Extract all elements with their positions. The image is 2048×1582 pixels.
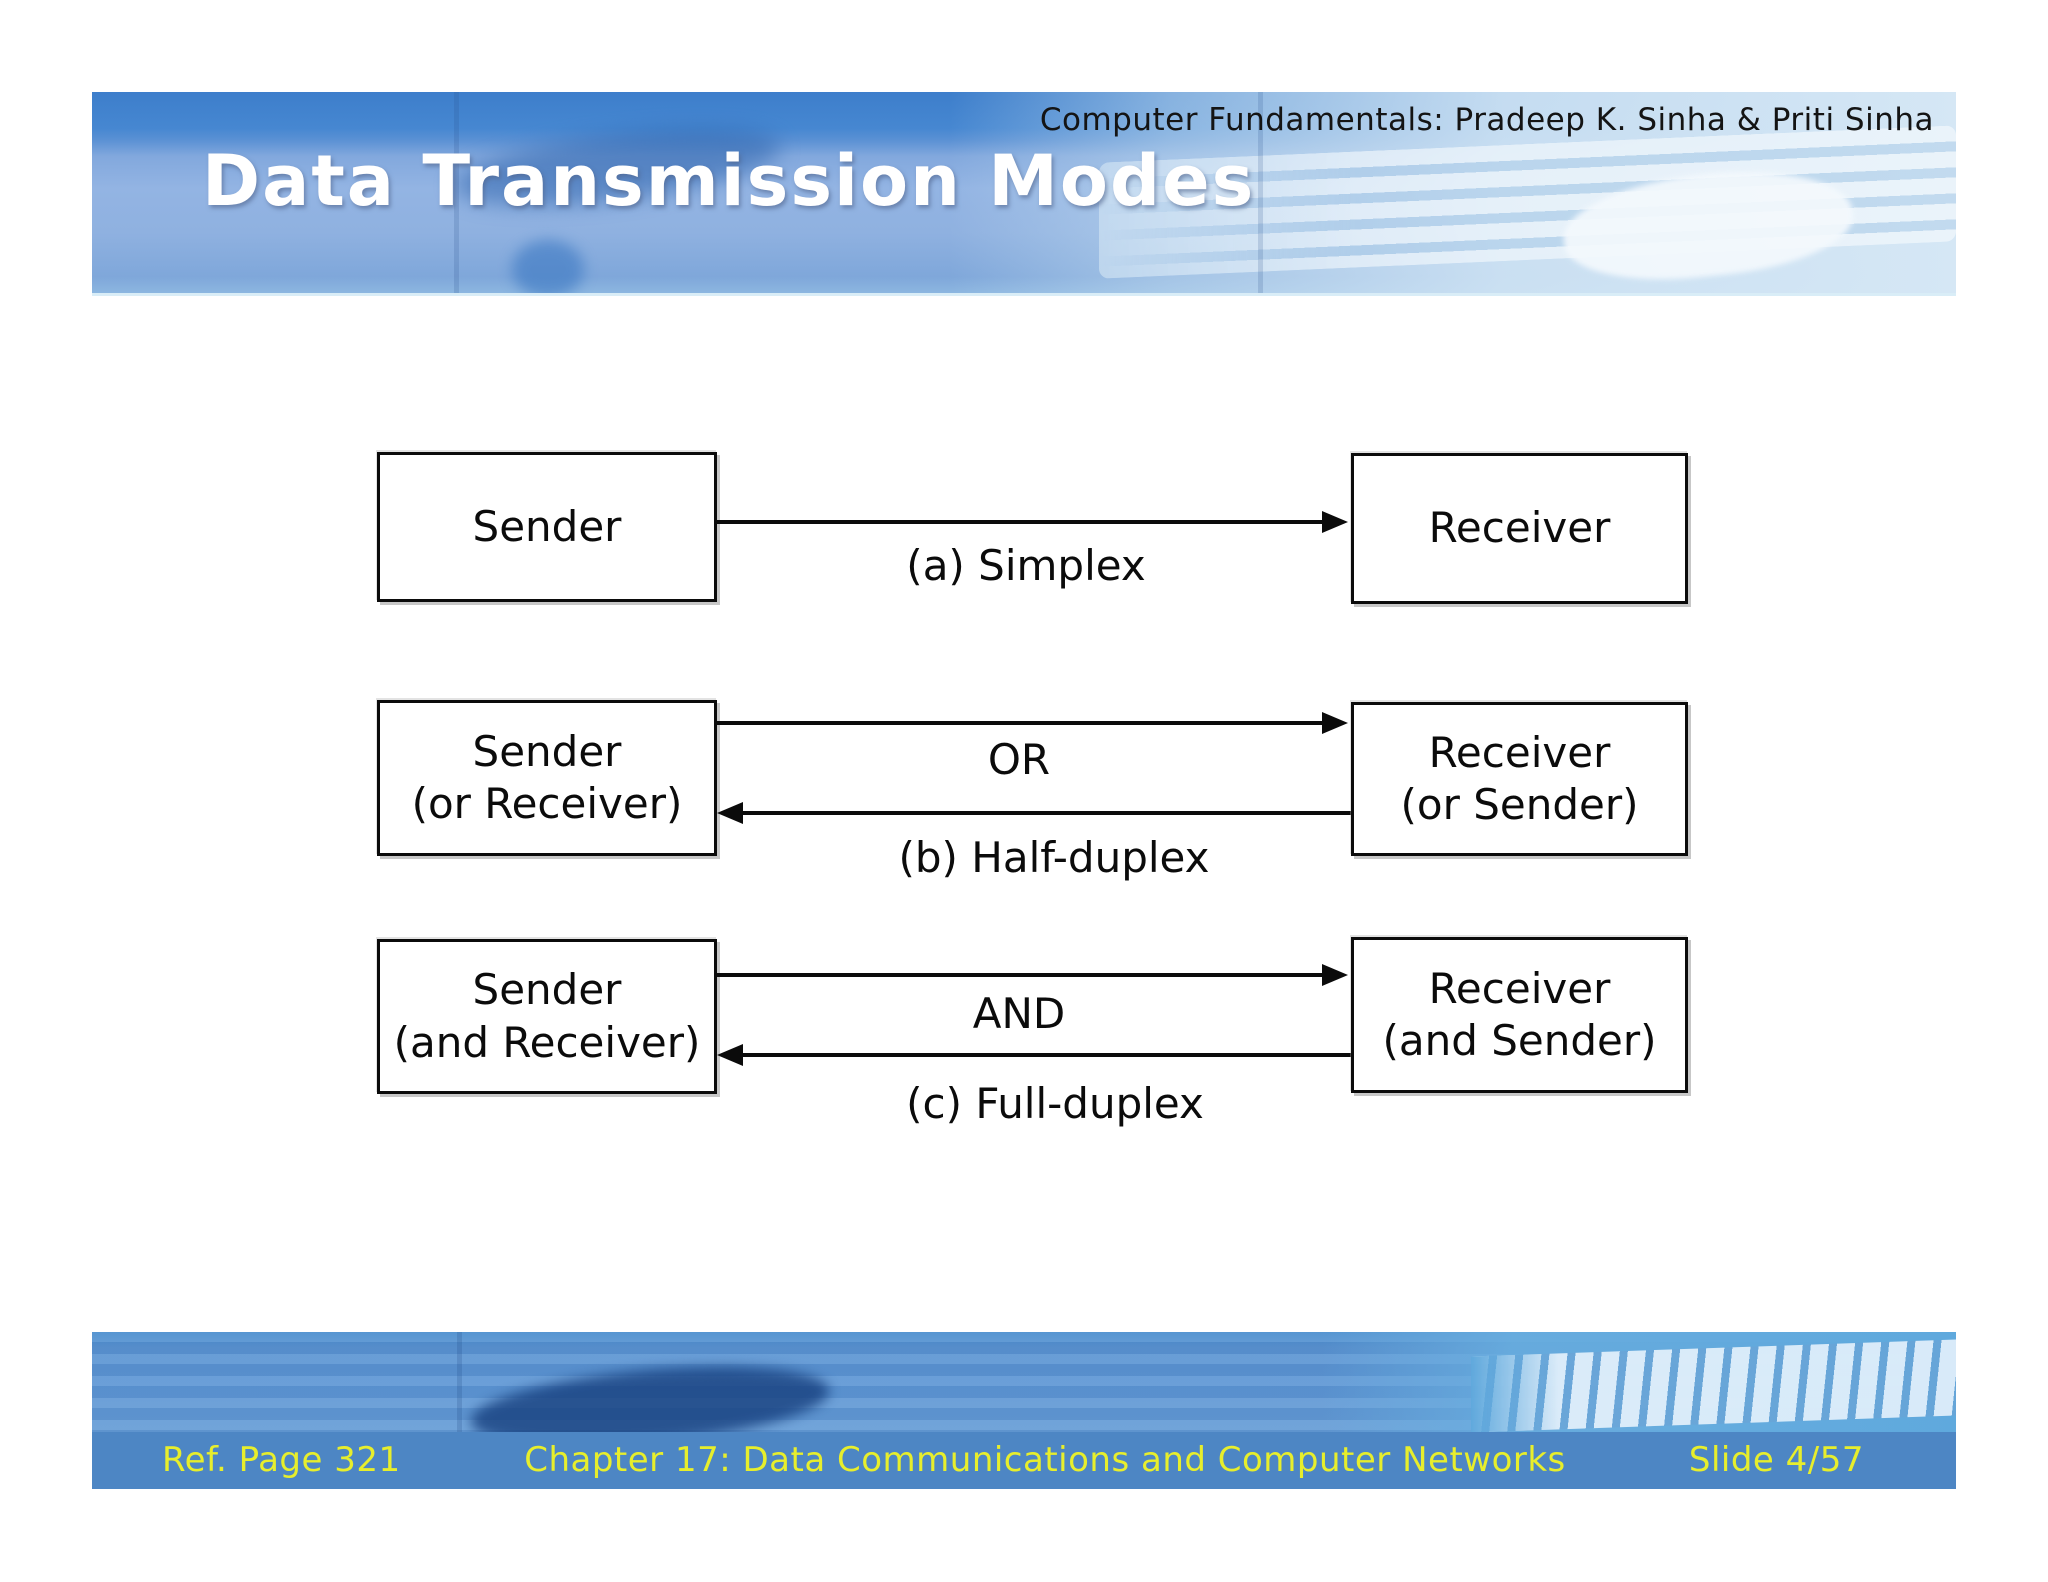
footer-ref-page: Ref. Page 321 (162, 1440, 401, 1480)
full-duplex-arrowhead-left-icon (717, 1044, 743, 1066)
full-duplex-forward-arrow-line (717, 973, 1324, 977)
box-label-line: (and Sender) (1382, 1016, 1657, 1065)
half-duplex-or-label: OR (987, 735, 1051, 784)
header-photo-seam (1258, 92, 1263, 293)
footer-photo-seam (457, 1332, 462, 1432)
book-author-line: Computer Fundamentals: Pradeep K. Sinha … (1039, 102, 1934, 138)
box-label-line: (or Receiver) (411, 779, 683, 828)
half-duplex-arrowhead-right-icon (1322, 712, 1348, 734)
half-duplex-sender-box: Sender (or Receiver) (377, 700, 717, 856)
half-duplex-arrowhead-left-icon (717, 802, 743, 824)
header-blue-blob-shape (512, 240, 584, 293)
full-duplex-arrowhead-right-icon (1322, 964, 1348, 986)
half-duplex-receiver-box: Receiver (or Sender) (1351, 702, 1688, 856)
slide-title: Data Transmission Modes (202, 140, 1256, 222)
simplex-sender-box: Sender (377, 452, 717, 602)
box-label-line: (or Sender) (1400, 780, 1639, 829)
box-label-line: Sender (472, 726, 622, 776)
full-duplex-receiver-box: Receiver (and Sender) (1351, 937, 1688, 1093)
half-duplex-return-arrow-line (743, 811, 1351, 815)
header-photo-seam (454, 92, 459, 293)
footer-bar: Ref. Page 321 Chapter 17: Data Communica… (92, 1432, 1956, 1489)
simplex-arrow-line (717, 520, 1324, 524)
box-label-line: Receiver (1428, 727, 1611, 777)
footer-chapter: Chapter 17: Data Communications and Comp… (524, 1440, 1566, 1480)
simplex-arrowhead-right-icon (1322, 511, 1348, 533)
box-label-line: Receiver (1428, 963, 1611, 1013)
box-label-line: (and Receiver) (393, 1017, 701, 1067)
box-label-line: Receiver (1428, 503, 1611, 553)
caption-full-duplex: (c) Full-duplex (906, 1079, 1204, 1128)
full-duplex-and-label: AND (972, 989, 1066, 1038)
footer-photo-strip (92, 1332, 1956, 1432)
footer-slide-number: Slide 4/57 (1688, 1440, 1864, 1480)
full-duplex-return-arrow-line (743, 1053, 1351, 1057)
slide-header-banner: Computer Fundamentals: Pradeep K. Sinha … (92, 92, 1956, 296)
caption-simplex: (a) Simplex (906, 541, 1146, 590)
simplex-receiver-box: Receiver (1351, 453, 1688, 604)
half-duplex-forward-arrow-line (717, 721, 1324, 725)
box-label-line: Sender (472, 965, 622, 1014)
box-label-line: Sender (472, 501, 622, 551)
caption-half-duplex: (b) Half-duplex (898, 833, 1210, 882)
full-duplex-sender-box: Sender (and Receiver) (377, 939, 717, 1094)
